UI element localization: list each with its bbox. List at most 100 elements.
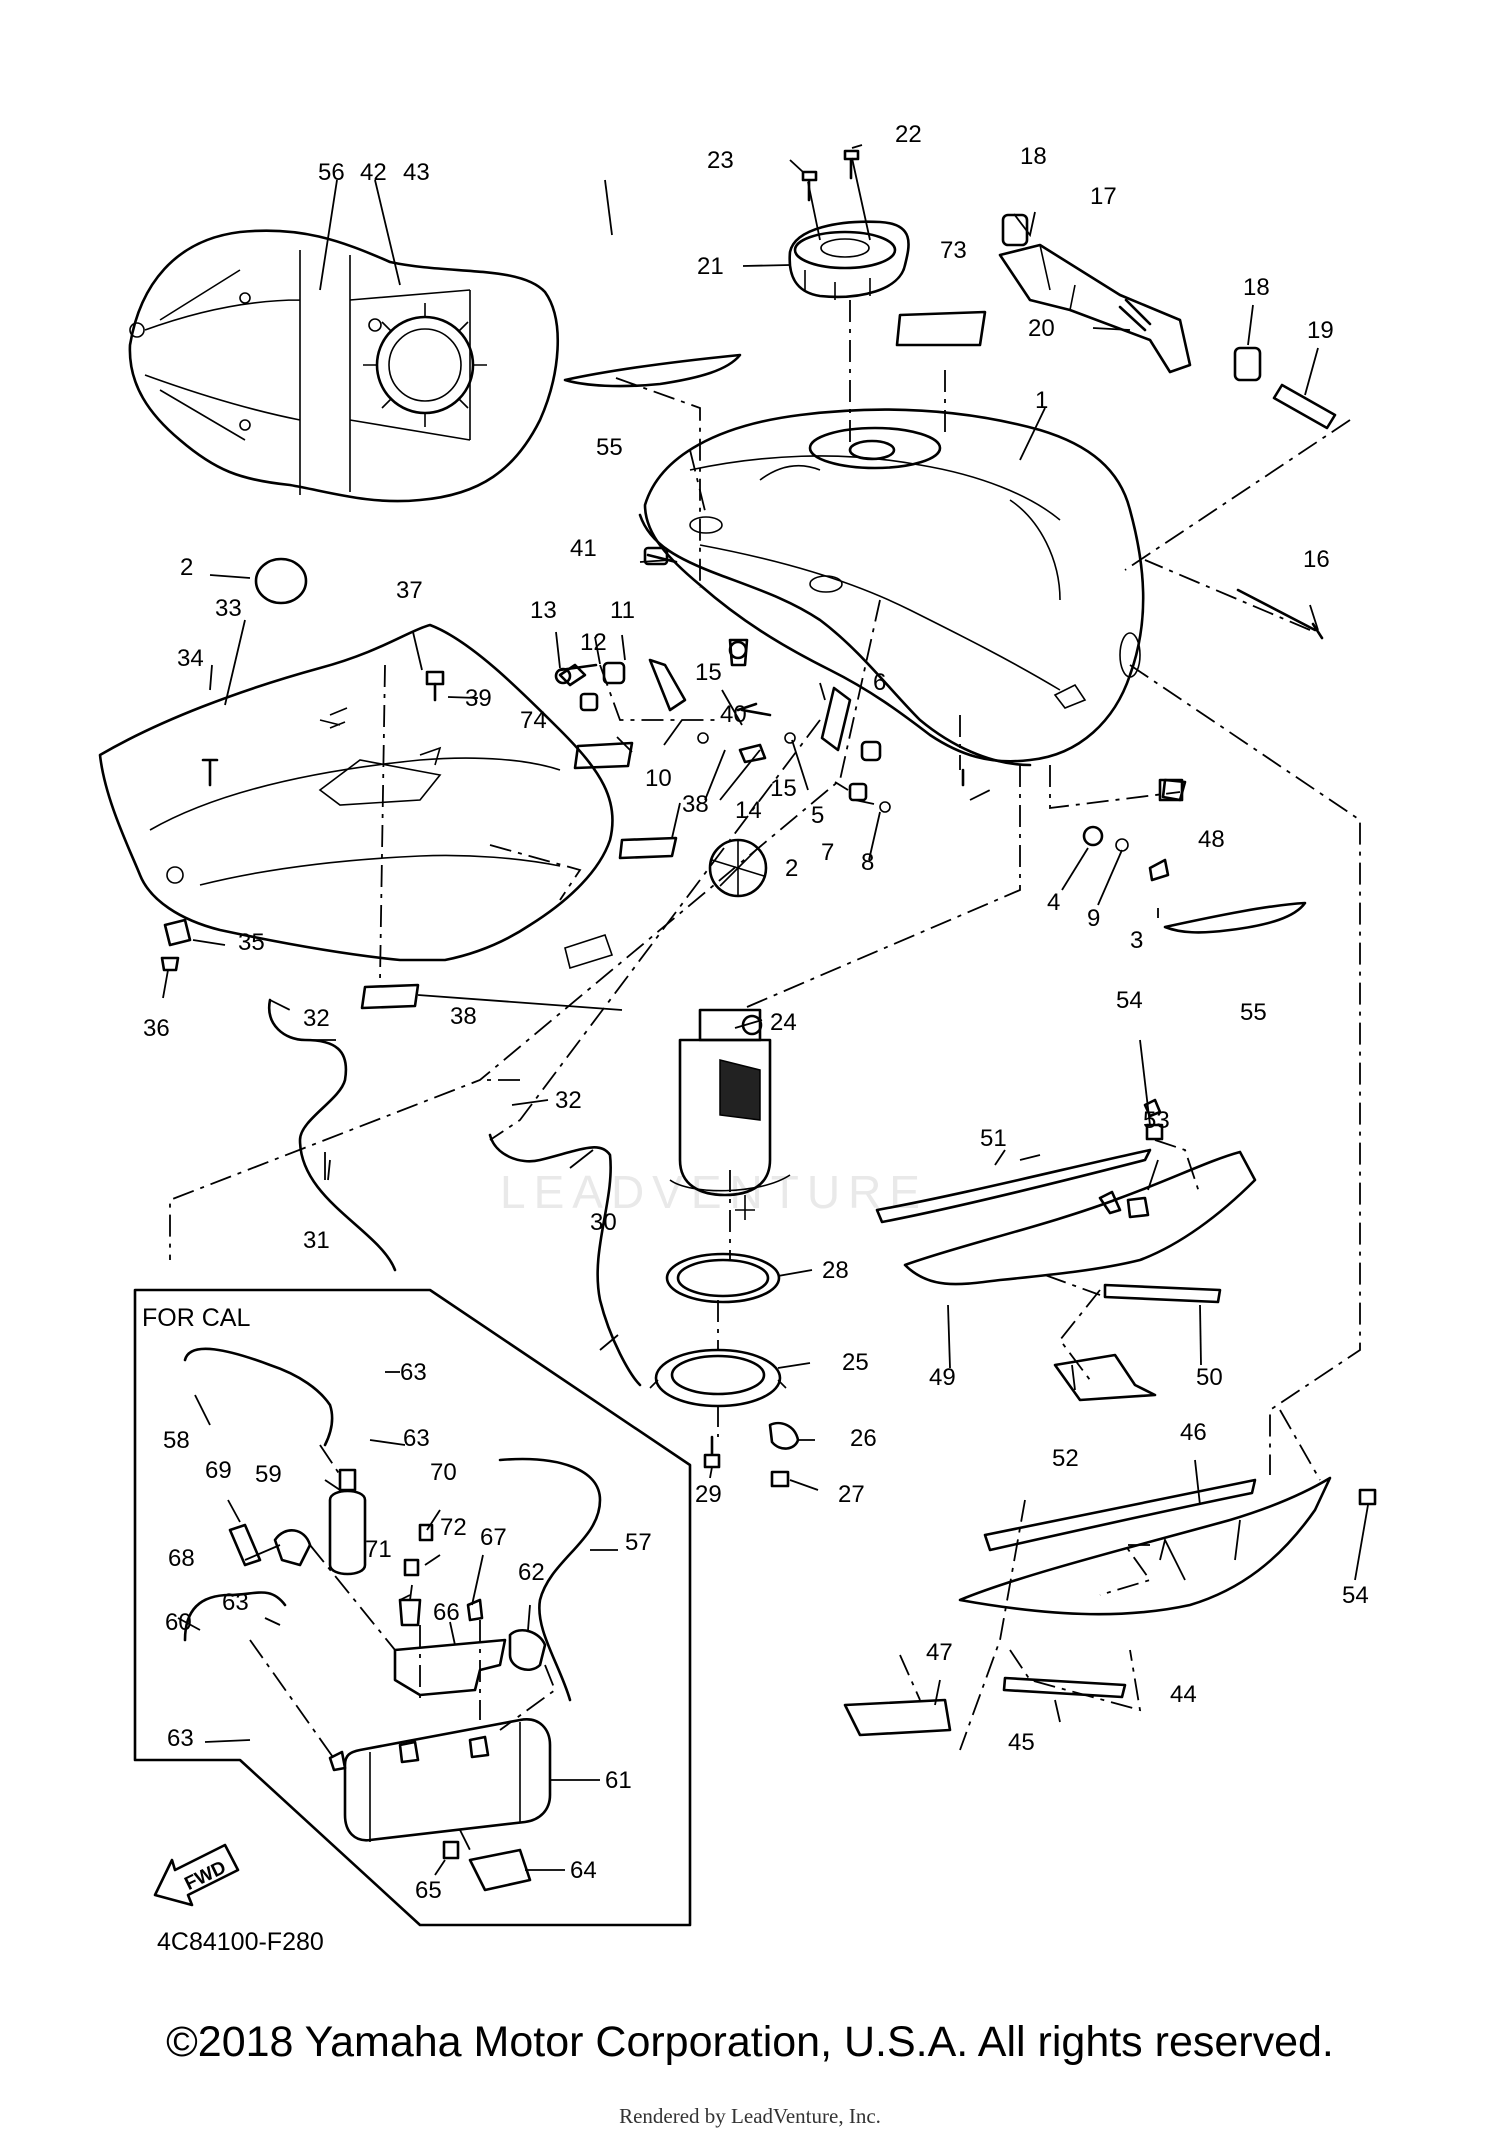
callout-49: 49 — [929, 1364, 956, 1391]
screw-27 — [770, 1470, 790, 1488]
inset-title: FOR CAL — [142, 1304, 250, 1332]
leader-lines — [162, 144, 1369, 1876]
callout-69: 69 — [205, 1457, 232, 1484]
callout-59: 59 — [255, 1461, 282, 1488]
callout-19: 19 — [1307, 317, 1334, 344]
label-73 — [895, 310, 987, 347]
callout-34: 34 — [177, 645, 204, 672]
callout-5: 5 — [811, 802, 824, 829]
callout-32b: 32 — [555, 1087, 582, 1114]
callout-44: 44 — [1170, 1681, 1197, 1708]
canister-59 — [328, 1489, 367, 1576]
fuel-tank — [638, 408, 1145, 767]
cap-2-upper — [254, 557, 308, 605]
callout-labels: 1 2 2 3 4 5 6 7 8 9 10 11 12 13 14 15 15… — [143, 121, 1369, 1904]
callout-12: 12 — [580, 629, 607, 656]
callout-21: 21 — [697, 253, 724, 280]
callout-16: 16 — [1303, 546, 1330, 573]
callout-46: 46 — [1180, 1419, 1207, 1446]
bolt-54-upper — [1145, 1123, 1164, 1141]
callout-51: 51 — [980, 1125, 1007, 1152]
callout-32a: 32 — [303, 1005, 330, 1032]
callout-33: 33 — [215, 595, 242, 622]
callout-7: 7 — [821, 839, 834, 866]
callout-45: 45 — [1008, 1729, 1035, 1756]
copyright-notice: ©2018 Yamaha Motor Corporation, U.S.A. A… — [166, 2018, 1334, 2066]
callout-11: 11 — [610, 597, 635, 624]
hose-57 — [498, 1457, 602, 1702]
hose-60 — [183, 1591, 287, 1642]
callout-66: 66 — [433, 1599, 460, 1626]
side-cowling-lower — [843, 1476, 1332, 1737]
callout-3: 3 — [1130, 927, 1143, 954]
callout-25: 25 — [842, 1349, 869, 1376]
callout-71: 71 — [365, 1536, 392, 1563]
clip-48 — [1158, 778, 1184, 802]
callout-6: 6 — [873, 669, 886, 696]
callout-1: 1 — [1035, 387, 1048, 414]
cap-2-lower — [708, 838, 768, 898]
callout-67: 67 — [480, 1524, 507, 1551]
callout-50: 50 — [1196, 1364, 1223, 1391]
callout-26: 26 — [850, 1425, 877, 1452]
callout-20: 20 — [1028, 315, 1055, 342]
callout-58: 58 — [163, 1427, 190, 1454]
bracket-64 — [468, 1848, 532, 1892]
callout-63c: 63 — [222, 1589, 249, 1616]
filler-cap — [788, 149, 910, 300]
callout-4: 4 — [1047, 889, 1060, 916]
callout-39: 39 — [465, 685, 492, 712]
callout-15b: 15 — [770, 775, 797, 802]
cal-inset: FOR CAL — [133, 1288, 692, 1927]
bolt-54-lower — [1358, 1488, 1377, 1506]
canister-61 — [343, 1718, 552, 1842]
callout-23: 23 — [707, 147, 734, 174]
rendered-by-notice: Rendered by LeadVenture, Inc. — [619, 2104, 881, 2128]
bolt-41 — [643, 546, 669, 566]
callout-41: 41 — [570, 535, 597, 562]
gasket — [665, 1252, 781, 1304]
callout-24: 24 — [770, 1009, 797, 1036]
callout-18b: 18 — [1243, 274, 1270, 301]
callout-42: 42 — [360, 159, 387, 186]
bracket-66 — [393, 1638, 507, 1697]
guide-lines — [169, 300, 1361, 1851]
callout-52: 52 — [1052, 1445, 1079, 1472]
callout-48: 48 — [1198, 826, 1225, 853]
grommet-71 — [398, 1598, 422, 1627]
side-cover — [98, 623, 614, 970]
callout-30: 30 — [590, 1209, 617, 1236]
cylinder-62 — [508, 1629, 547, 1671]
callout-74: 74 — [520, 707, 547, 734]
callout-57: 57 — [625, 1529, 652, 1556]
callout-47: 47 — [926, 1639, 953, 1666]
callout-68: 68 — [168, 1545, 195, 1572]
callout-15a: 15 — [695, 659, 722, 686]
fasteners — [160, 553, 1324, 1118]
callout-40: 40 — [720, 701, 747, 728]
callout-17: 17 — [1090, 183, 1117, 210]
callout-55a: 55 — [596, 434, 623, 461]
screw-29 — [703, 1435, 721, 1469]
callout-43: 43 — [403, 159, 430, 186]
callout-38a: 38 — [682, 791, 709, 818]
trim-55-upper — [563, 353, 742, 388]
clamp-26 — [768, 1421, 800, 1450]
callout-18a: 18 — [1020, 143, 1047, 170]
callout-38b: 38 — [450, 1003, 477, 1030]
hose-31 — [267, 998, 397, 1272]
callout-28: 28 — [822, 1257, 849, 1284]
callout-27: 27 — [838, 1481, 865, 1508]
decal-38-lower — [360, 983, 420, 1010]
callout-8: 8 — [861, 849, 874, 876]
callout-36: 36 — [143, 1015, 170, 1042]
trim-55-lower — [1163, 901, 1307, 934]
callout-56: 56 — [318, 159, 345, 186]
callout-29: 29 — [695, 1481, 722, 1508]
callout-10: 10 — [645, 765, 672, 792]
callout-63a: 63 — [400, 1359, 427, 1386]
hose-58 — [183, 1347, 334, 1447]
callout-70: 70 — [430, 1459, 457, 1486]
hose-30 — [488, 1133, 642, 1387]
